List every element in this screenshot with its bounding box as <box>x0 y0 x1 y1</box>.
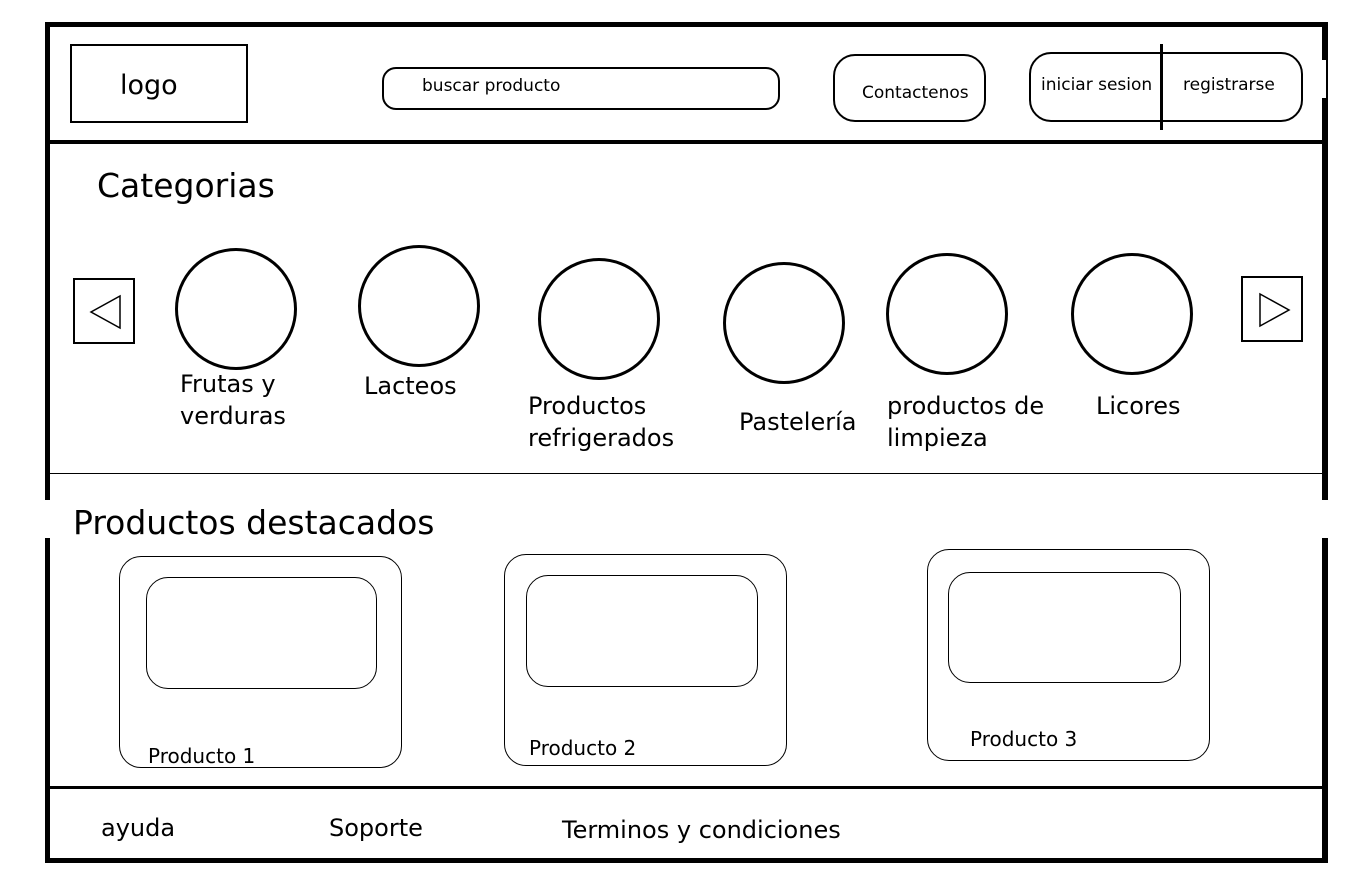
category-label-line: verduras <box>180 402 286 430</box>
carousel-prev-button[interactable] <box>73 278 135 344</box>
category-label-line: productos de <box>887 392 1045 420</box>
category-label-limpieza[interactable]: productos de limpieza <box>887 390 1044 454</box>
page-frame <box>45 22 1328 863</box>
section-divider <box>48 473 1324 474</box>
footer-link-soporte[interactable]: Soporte <box>329 814 423 842</box>
category-label-line: limpieza <box>887 424 988 452</box>
search-placeholder: buscar producto <box>422 76 561 96</box>
category-label-line: Licores <box>1096 392 1181 420</box>
product-image-3[interactable] <box>948 572 1181 683</box>
categories-title: Categorias <box>97 166 275 205</box>
triangle-left-icon <box>89 294 121 330</box>
category-label-line: Frutas y <box>180 370 276 398</box>
category-image-pasteleria[interactable] <box>723 262 845 384</box>
auth-divider <box>1160 44 1163 130</box>
category-label-frutas[interactable]: Frutas y verduras <box>180 368 286 432</box>
category-label-line: Pastelería <box>739 408 857 436</box>
header-divider <box>48 140 1324 144</box>
frame-gap <box>1320 500 1328 538</box>
category-image-frutas[interactable] <box>175 248 297 370</box>
logo[interactable]: logo <box>70 44 248 123</box>
contact-button[interactable]: Contactenos <box>833 54 986 122</box>
category-label-pasteleria[interactable]: Pastelería <box>739 406 856 438</box>
frame-gap <box>1318 60 1326 98</box>
category-label-refrigerados[interactable]: Productos refrigerados <box>528 390 674 454</box>
category-label-line: refrigerados <box>528 424 675 452</box>
login-button[interactable]: iniciar sesion <box>1041 75 1153 95</box>
category-image-refrigerados[interactable] <box>538 258 660 380</box>
product-image-1[interactable] <box>146 577 377 689</box>
auth-group: iniciar sesion registrarse <box>1029 52 1303 122</box>
category-label-line: Lacteos <box>364 372 457 400</box>
product-label-3[interactable]: Producto 3 <box>970 727 1078 751</box>
triangle-right-icon <box>1259 292 1291 328</box>
register-button[interactable]: registrarse <box>1183 75 1275 95</box>
footer-link-ayuda[interactable]: ayuda <box>101 814 176 842</box>
category-label-licores[interactable]: Licores <box>1096 390 1181 422</box>
contact-label: Contactenos <box>862 83 969 103</box>
logo-text: logo <box>120 70 178 101</box>
category-image-licores[interactable] <box>1071 253 1193 375</box>
category-image-lacteos[interactable] <box>358 245 480 367</box>
product-label-2[interactable]: Producto 2 <box>529 736 637 760</box>
product-card-2[interactable] <box>504 554 787 766</box>
carousel-next-button[interactable] <box>1241 276 1303 342</box>
product-card-1[interactable] <box>119 556 402 768</box>
product-card-3[interactable] <box>927 549 1210 761</box>
footer-link-terminos[interactable]: Terminos y condiciones <box>562 816 841 844</box>
search-input[interactable]: buscar producto <box>382 67 780 110</box>
category-label-line: Productos <box>528 392 647 420</box>
category-image-limpieza[interactable] <box>886 253 1008 375</box>
category-label-lacteos[interactable]: Lacteos <box>364 370 457 402</box>
frame-gap <box>44 500 52 538</box>
product-label-1[interactable]: Producto 1 <box>148 744 256 768</box>
product-image-2[interactable] <box>526 575 758 687</box>
featured-title: Productos destacados <box>73 503 435 542</box>
footer-divider <box>48 786 1324 789</box>
